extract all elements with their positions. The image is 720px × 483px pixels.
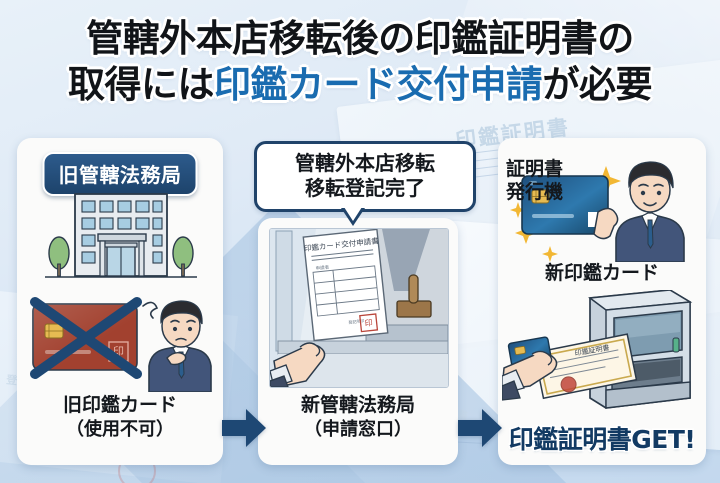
title-line-2: 取得には印鑑カード交付申請が必要 (0, 62, 720, 108)
bubble-tail-inner (344, 207, 362, 221)
step-card-old-bureau: 旧管轄法務局 (17, 138, 223, 465)
bubble-line-2: 移転登記完了 (305, 176, 425, 200)
bubble-line-1: 管轄外本店移転 (295, 151, 435, 175)
svg-text:登記所印: 登記所印 (348, 317, 365, 325)
certificate-issuing-machine-icon: 印鑑証明書 (502, 290, 693, 409)
old-card-caption-main: 旧印鑑カード (62, 394, 177, 416)
result-get-text: 印鑑証明書GET! (508, 425, 696, 454)
step-card-new-bureau: 印鑑カード交付申請書 申請者 登記所印 印 (258, 218, 458, 465)
certificate-machine-label: 証明書 発行機 (506, 158, 563, 204)
step-card-result: 新印鑑カード 証明書 発行機 (498, 138, 706, 465)
svg-text:申請者: 申請者 (315, 264, 330, 272)
transfer-complete-speech-bubble: 管轄外本店移転 移転登記完了 (254, 141, 476, 226)
machine-label-line-2: 発行機 (506, 181, 564, 203)
new-bureau-caption-sub: （申請窓口） (304, 419, 412, 440)
old-seal-card-invalid-icon: 印 (30, 297, 212, 392)
machine-label-line-1: 証明書 (506, 158, 564, 180)
svg-text:印: 印 (364, 318, 373, 328)
new-bureau-caption-main: 新管轄法務局 (300, 394, 415, 416)
steps-container: 旧管轄法務局 (0, 133, 720, 473)
title-line-1: 管轄外本店移転後の印鑑証明書の (86, 17, 634, 60)
new-seal-card-with-businessman-icon (510, 161, 685, 262)
svg-text:印: 印 (113, 345, 124, 358)
government-building-icon (45, 193, 197, 278)
new-card-caption: 新印鑑カード (544, 262, 659, 284)
old-card-caption-sub: （使用不可） (66, 419, 174, 440)
application-form-illustration: 印鑑カード交付申請書 申請者 登記所印 印 (269, 228, 449, 388)
arrow-step1-to-step2 (222, 409, 266, 447)
title-line-2-suffix: が必要 (542, 63, 653, 106)
old-bureau-badge: 旧管轄法務局 (42, 152, 198, 196)
title-line-2-prefix: 取得には (68, 63, 215, 106)
title-line-2-accent: 印鑑カード交付申請 (214, 63, 543, 106)
page-title: 管轄外本店移転後の印鑑証明書の 取得には印鑑カード交付申請が必要 (0, 16, 720, 108)
arrow-step2-to-step3 (458, 409, 502, 447)
